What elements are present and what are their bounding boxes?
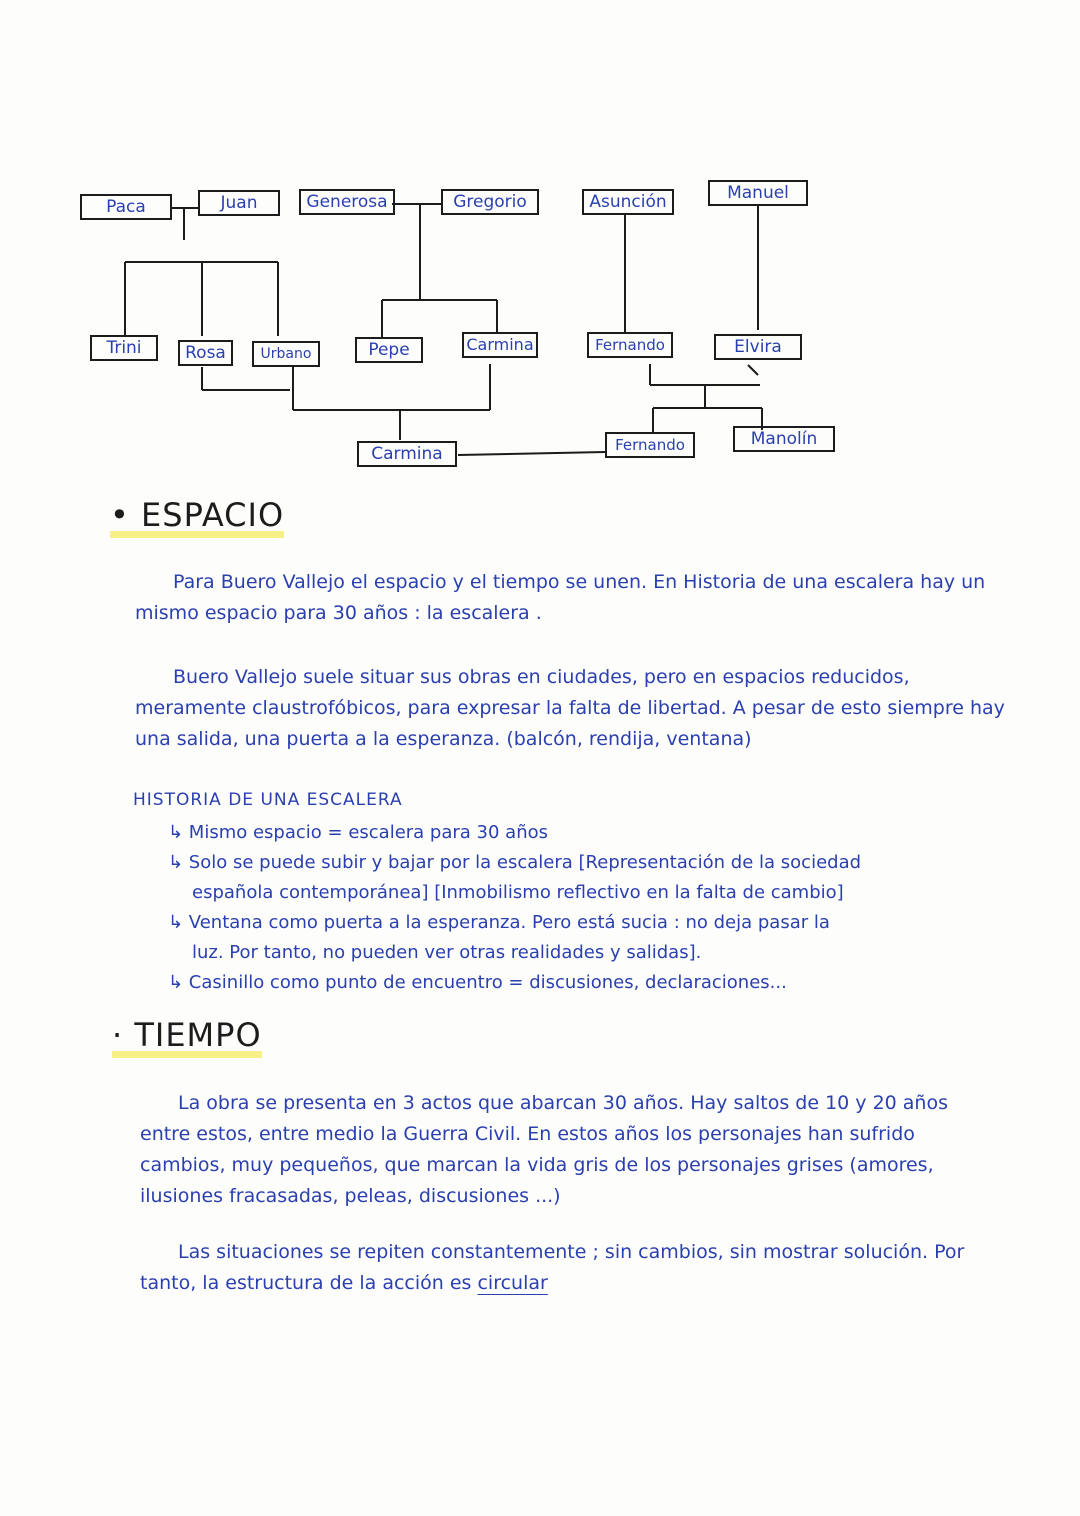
historia-bullet-3: ↳ Ventana como puerta a la esperanza. Pe… — [168, 912, 830, 933]
tree-node-carmina-hija: Carmina — [357, 441, 457, 467]
historia-bullet-list: ↳ Mismo espacio = escalera para 30 años … — [168, 818, 988, 998]
espacio-paragraph-1: Para Buero Vallejo el espacio y el tiemp… — [135, 567, 1005, 629]
tree-node-rosa: Rosa — [178, 340, 233, 366]
historia-subheading: HISTORIA DE UNA ESCALERA — [133, 790, 403, 810]
espacio-paragraph-2: Buero Vallejo suele situar sus obras en … — [135, 662, 1015, 755]
family-tree-lines — [124, 203, 763, 456]
tree-node-elvira: Elvira — [714, 334, 802, 360]
tiempo-paragraph-2-text: Las situaciones se repiten constantement… — [140, 1237, 980, 1299]
historia-bullet-1: ↳ Mismo espacio = escalera para 30 años — [168, 822, 548, 843]
tree-node-paca: Paca — [80, 194, 172, 220]
tiempo-paragraph-1-text: La obra se presenta en 3 actos que abarc… — [140, 1092, 948, 1207]
tree-node-fernando-hijo: Fernando — [605, 432, 695, 458]
tree-node-fernando: Fernando — [587, 332, 673, 358]
historia-bullet-3-continuation: luz. Por tanto, no pueden ver otras real… — [192, 942, 702, 963]
tree-node-urbano: Urbano — [252, 341, 320, 367]
tree-node-generosa: Generosa — [299, 189, 395, 215]
tree-node-trini: Trini — [90, 335, 158, 361]
espacio-paragraph-2-text: Buero Vallejo suele situar sus obras en … — [135, 666, 1005, 750]
tiempo-paragraph-2: Las situaciones se repiten constantement… — [140, 1237, 980, 1299]
tree-node-manolin: Manolín — [733, 426, 835, 452]
tiempo-paragraph-1: La obra se presenta en 3 actos que abarc… — [140, 1088, 1000, 1212]
historia-bullet-2-continuation: española contemporánea] [Inmobilismo ref… — [192, 882, 844, 903]
tree-node-gregorio: Gregorio — [441, 189, 539, 215]
historia-bullet-4: ↳ Casinillo como punto de encuentro = di… — [168, 972, 787, 993]
tree-node-manuel: Manuel — [708, 180, 808, 206]
tree-node-pepe: Pepe — [355, 337, 423, 363]
tiempo-circular-underlined: circular — [477, 1272, 548, 1294]
tiempo-heading-text: · TIEMPO — [112, 1016, 262, 1058]
tree-node-juan: Juan — [198, 190, 280, 216]
historia-bullet-2: ↳ Solo se puede subir y bajar por la esc… — [168, 852, 862, 873]
tree-node-asuncion: Asunción — [582, 189, 674, 215]
tiempo-heading: · TIEMPO — [112, 1016, 262, 1058]
tree-node-carmina: Carmina — [462, 332, 538, 358]
tiempo-paragraph-2-main: Las situaciones se repiten constantement… — [140, 1241, 965, 1294]
espacio-heading: • ESPACIO — [110, 496, 285, 538]
espacio-paragraph-1-text: Para Buero Vallejo el espacio y el tiemp… — [135, 571, 986, 624]
espacio-heading-text: • ESPACIO — [110, 496, 285, 538]
